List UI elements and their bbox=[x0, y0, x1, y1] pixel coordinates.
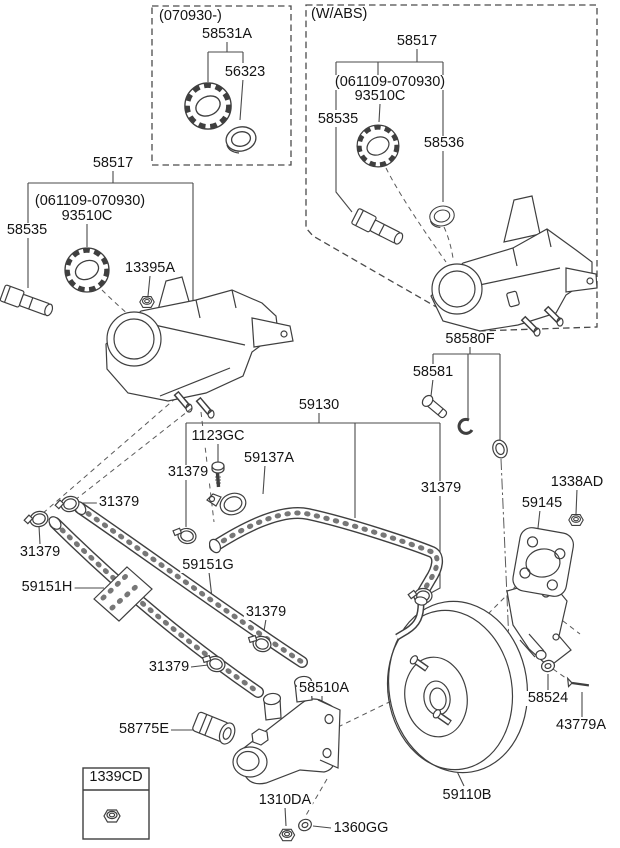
part-label-daterange: (061109-070930) bbox=[32, 193, 148, 210]
part-label-1339cd: 1339CD bbox=[87, 769, 145, 786]
reservoir-hose-g-drawing bbox=[73, 500, 308, 668]
clamp-bracket-drawing bbox=[206, 492, 247, 516]
part-label-daterange-wabs: (061109-070930) bbox=[332, 74, 448, 91]
part-label-31379: 31379 bbox=[96, 494, 142, 511]
gasket-drawing bbox=[512, 527, 575, 597]
reservoir-nut-drawing bbox=[139, 296, 155, 308]
late-ring-drawing bbox=[223, 123, 259, 155]
wabs-reservoir-drawing bbox=[430, 195, 598, 337]
part-label-43779a: 43779A bbox=[554, 717, 608, 734]
hose-sleeve-drawing bbox=[93, 566, 153, 622]
vacuum-hose-59130-drawing bbox=[208, 507, 443, 598]
reservoir-hose-h-drawing bbox=[48, 516, 264, 698]
part-label-1123gc: 1123GC bbox=[189, 428, 247, 445]
plug-drawing bbox=[192, 711, 236, 745]
part-label-58510a: 58510A bbox=[297, 680, 351, 697]
part-label-93510c: 93510C bbox=[59, 208, 115, 225]
part-label-58536: 58536 bbox=[421, 135, 467, 152]
part-label-31379: 31379 bbox=[165, 464, 211, 481]
nut-kit-sample-drawing bbox=[103, 809, 121, 823]
inset-late-production-box bbox=[151, 5, 292, 166]
wabs-ring-drawing bbox=[427, 203, 457, 229]
part-label-58580f: 58580F bbox=[443, 331, 497, 348]
part-label-59130: 59130 bbox=[296, 397, 342, 414]
part-label-31379: 31379 bbox=[146, 659, 192, 676]
wabs-level-sensor-drawing bbox=[350, 207, 407, 248]
gasket-nut-drawing bbox=[568, 514, 584, 526]
part-label-58535: 58535 bbox=[4, 222, 50, 239]
part-label-31379: 31379 bbox=[17, 544, 63, 561]
part-label-58517: 58517 bbox=[90, 155, 136, 172]
mc-nut-drawing bbox=[278, 828, 296, 842]
part-label-59110b: 59110B bbox=[440, 787, 494, 804]
part-label-31379: 31379 bbox=[418, 480, 464, 497]
part-label-59151g: 59151G bbox=[180, 557, 236, 574]
part-label-wabs-header: (W/ABS) bbox=[309, 6, 370, 23]
reservoir-cap-drawing bbox=[65, 248, 109, 292]
part-label-1360gg: 1360GG bbox=[331, 820, 391, 837]
hose-clamp-drawing bbox=[22, 508, 51, 531]
booster-drawing bbox=[386, 596, 529, 774]
pedal-bracket-drawing bbox=[506, 578, 572, 668]
mc-washer-drawing bbox=[296, 816, 314, 834]
part-label-1338ad: 1338AD bbox=[548, 474, 606, 491]
late-cap-drawing bbox=[185, 83, 231, 129]
part-label-31379: 31379 bbox=[243, 604, 289, 621]
part-label-58531a: 58531A bbox=[200, 26, 254, 43]
part-label-56323: 56323 bbox=[222, 64, 268, 81]
part-label-58524: 58524 bbox=[525, 690, 571, 707]
level-sensor-drawing bbox=[0, 284, 56, 320]
part-label-93510c-wabs: 93510C bbox=[352, 88, 408, 105]
wabs-cap-drawing bbox=[357, 125, 399, 167]
hose-bolt-drawing bbox=[211, 461, 225, 488]
part-label-58535-wabs: 58535 bbox=[315, 111, 361, 128]
hose-clamp-drawing bbox=[170, 525, 198, 546]
part-label-58517-wabs: 58517 bbox=[394, 33, 440, 50]
part-label-13395a: 13395A bbox=[123, 260, 177, 277]
part-label-58581: 58581 bbox=[410, 364, 456, 381]
master-cylinder-drawing bbox=[232, 675, 341, 785]
part-label-59137a: 59137A bbox=[242, 450, 296, 467]
reservoir-drawing bbox=[105, 276, 294, 419]
part-label-1310da: 1310DA bbox=[256, 792, 314, 809]
part-label-58775e: 58775E bbox=[117, 721, 171, 738]
hose-kit-parts-drawing bbox=[421, 394, 508, 459]
part-label-late-header: (070930-) bbox=[157, 8, 224, 25]
part-label-59145: 59145 bbox=[519, 495, 565, 512]
clevis-pin-drawing bbox=[566, 676, 590, 688]
part-label-59151h: 59151H bbox=[19, 579, 75, 596]
